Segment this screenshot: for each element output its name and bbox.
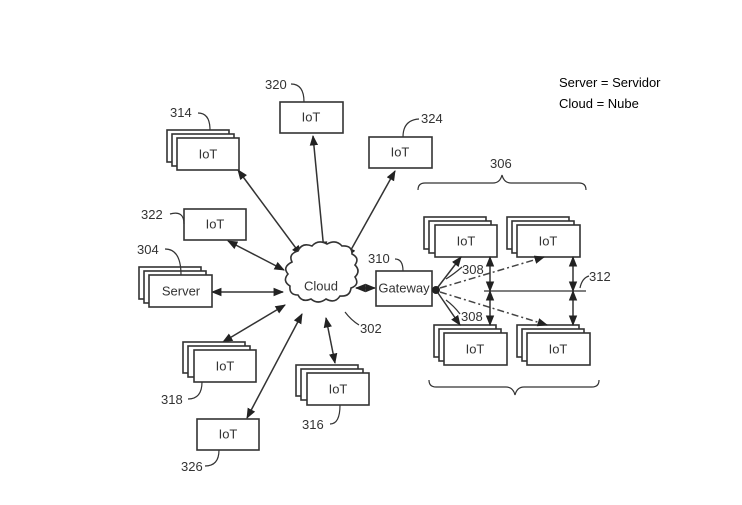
gateway-port <box>432 286 440 294</box>
iot-314: IoT <box>166 129 240 171</box>
ref-324: 324 <box>421 111 443 126</box>
ref-322: 322 <box>141 207 163 222</box>
translation-legend: Server = Servidor Cloud = Nube <box>559 72 661 114</box>
group-iot-tl-label: IoT <box>457 233 476 248</box>
ref-326: 326 <box>181 459 203 474</box>
ref-308-upper: 308 <box>462 262 484 277</box>
link-cloud-324 <box>346 170 396 258</box>
ref-306: 306 <box>490 156 512 171</box>
ref-308-lower: 308 <box>461 309 483 324</box>
server-304: Server <box>138 266 213 308</box>
link-gw-tl <box>437 256 462 288</box>
iot-316-label: IoT <box>329 381 348 396</box>
iot-318-label: IoT <box>216 358 235 373</box>
group-iot-br-label: IoT <box>549 341 568 356</box>
ref-304-leader <box>164 248 182 276</box>
ref-314-leader <box>197 112 211 131</box>
iot-326: IoT <box>196 418 260 451</box>
iot-322: IoT <box>183 208 247 241</box>
mesh-312 <box>484 255 586 327</box>
iot-320-label: IoT <box>302 109 321 124</box>
iot-316: IoT <box>295 364 370 406</box>
link-gw-tr <box>439 255 546 289</box>
ref-320: 320 <box>265 77 287 92</box>
group-306-top-brace <box>417 174 587 191</box>
ref-326-leader <box>204 449 220 467</box>
link-cloud-316 <box>323 316 338 365</box>
legend-cloud: Cloud = Nube <box>559 96 639 111</box>
ref-308-upper-arc <box>445 266 463 280</box>
legend-server: Server = Servidor <box>559 75 661 90</box>
ref-318: 318 <box>161 392 183 407</box>
link-cloud-326 <box>246 313 303 419</box>
group-iot-top-right: IoT <box>506 216 581 258</box>
connections <box>210 134 396 419</box>
ref-312: 312 <box>589 269 611 284</box>
cloud-node: Cloud <box>284 241 359 303</box>
group-iot-bottom-right: IoT <box>516 324 591 366</box>
ref-314: 314 <box>170 105 192 120</box>
gateway-label: Gateway <box>378 280 430 295</box>
ref-310: 310 <box>368 251 390 266</box>
iot-314-label: IoT <box>199 146 218 161</box>
group-iot-bl-label: IoT <box>466 341 485 356</box>
ref-312-leader <box>579 275 590 289</box>
iot-322-label: IoT <box>206 216 225 231</box>
gateway-310: Gateway <box>375 270 440 307</box>
ref-310-leader <box>394 258 404 272</box>
link-cloud-314 <box>237 169 302 256</box>
group-iot-bottom-left: IoT <box>433 324 508 366</box>
ref-308-lower-arc <box>445 299 461 315</box>
ref-302: 302 <box>360 321 382 336</box>
group-iot-tr-label: IoT <box>539 233 558 248</box>
cloud-shape <box>284 241 359 303</box>
ref-316-leader <box>329 404 341 425</box>
link-cloud-320 <box>309 134 328 253</box>
iot-324-label: IoT <box>391 144 410 159</box>
ref-302-leader <box>344 311 360 326</box>
ref-320-leader <box>290 83 305 103</box>
link-cloud-318 <box>222 304 286 343</box>
ref-316: 316 <box>302 417 324 432</box>
group-iot-top-left: IoT <box>423 216 498 258</box>
link-cloud-322 <box>227 240 285 271</box>
iot-326-label: IoT <box>219 426 238 441</box>
iot-324: IoT <box>368 136 433 169</box>
ref-318-leader <box>187 381 203 400</box>
ref-324-leader <box>402 118 420 138</box>
server-label: Server <box>162 283 201 298</box>
iot-318: IoT <box>182 341 257 383</box>
ref-322-leader <box>169 212 185 225</box>
cloud-label: Cloud <box>304 278 338 293</box>
group-306-bottom-brace <box>428 379 600 396</box>
link-gw-bl <box>437 292 461 326</box>
ref-304: 304 <box>137 242 159 257</box>
iot-320: IoT <box>279 101 344 134</box>
